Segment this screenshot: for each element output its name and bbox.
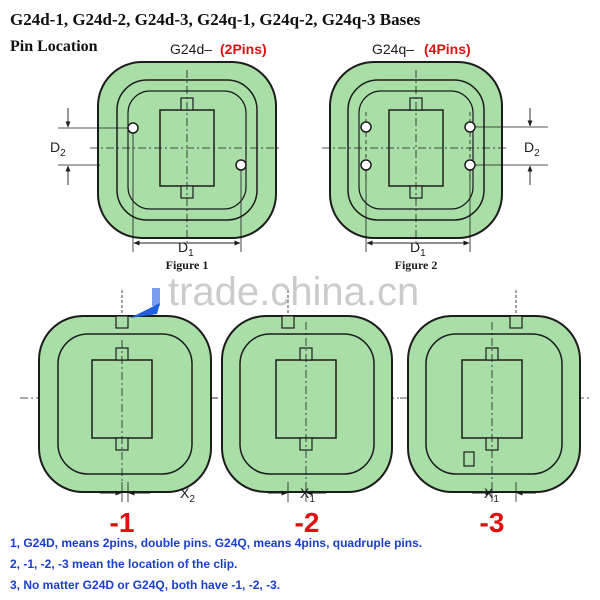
note-item: 2, -1, -2, -3 mean the location of the c… — [10, 557, 238, 571]
variant-1-base-inner — [57, 333, 193, 475]
variant-2-base: X1 -2 — [210, 290, 400, 538]
variant-1-base: X2 -1 — [20, 288, 218, 538]
figure-1-d2-label: D2 — [50, 139, 66, 159]
variant-1-clip-pointer-arrow — [130, 303, 160, 318]
figure-1-pin-2 — [235, 159, 247, 171]
page-subtitle: Pin Location — [10, 38, 98, 55]
figure-2-g24q-base: G24q– (4Pins) D2 D1 Figure 2 — [322, 41, 548, 272]
variant-3-lower-notch — [463, 451, 475, 467]
variant-3-label: -3 — [480, 507, 505, 538]
figure-2-pin-4 — [464, 159, 476, 171]
figure-2-pin-2 — [360, 159, 372, 171]
variant-3-dim-label: X1 — [484, 485, 499, 505]
figure-1-name: G24d– — [170, 41, 212, 57]
variant-2-clip — [281, 315, 295, 329]
figure-1-g24d-base: G24d– (2Pins) D2 D1 Figure 1 — [50, 41, 282, 272]
figure-2-pin-3 — [464, 121, 476, 133]
watermark-text: trade.china.cn — [168, 270, 420, 314]
figure-2-pin-1 — [360, 121, 372, 133]
figure-1-caption: Figure 1 — [166, 258, 209, 272]
figure-1-pin-count: (2Pins) — [220, 41, 267, 57]
notes-list: 1, G24D, means 2pins, double pins. G24Q,… — [10, 536, 595, 599]
variant-1-dim-label: X2 — [180, 485, 195, 505]
figure-2-d1-label: D1 — [410, 239, 426, 259]
variant-1-clip-pointer-mark — [152, 288, 160, 306]
figure-2-name: G24q– — [372, 41, 414, 57]
figure-2-pin-count: (4Pins) — [424, 41, 471, 57]
figure-1-pin-1 — [127, 122, 139, 134]
variant-1-clip — [115, 315, 129, 329]
figure-1-d1-label: D1 — [178, 239, 194, 259]
variant-1-label: -1 — [110, 507, 135, 538]
figure-2-caption: Figure 2 — [395, 258, 438, 272]
note-item: 3, No matter G24D or G24Q, both have -1,… — [10, 578, 281, 592]
variant-3-clip — [509, 315, 523, 329]
variant-2-dim-label: X1 — [300, 485, 315, 505]
page-title: G24d-1, G24d-2, G24d-3, G24q-1, G24q-2, … — [10, 10, 421, 29]
figure-2-d2-label: D2 — [524, 139, 540, 159]
variant-2-base-inner — [239, 333, 375, 475]
variant-3-base-inner — [425, 333, 563, 475]
note-item: 1, G24D, means 2pins, double pins. G24Q,… — [10, 536, 423, 550]
variant-2-label: -2 — [295, 507, 320, 538]
variant-3-base: X1 -3 — [400, 290, 590, 538]
